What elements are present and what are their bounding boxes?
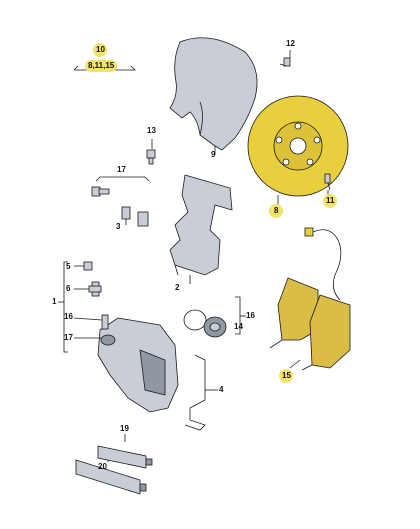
label-8-11-15: 8,11,15 <box>85 60 118 72</box>
splash-shield <box>169 37 258 151</box>
piston <box>203 316 227 338</box>
caliper-carrier <box>169 174 233 276</box>
bolt-13 <box>146 149 156 165</box>
bleed-cap <box>83 261 93 271</box>
brake-disc <box>247 95 349 197</box>
label-11: 11 <box>323 194 338 208</box>
caliper-housing <box>97 314 179 413</box>
brake-pads <box>269 277 351 371</box>
label-6: 6 <box>66 284 71 293</box>
label-12: 12 <box>286 39 295 48</box>
grease-tube-20 <box>75 459 147 495</box>
label-8: 8 <box>268 204 285 218</box>
label-16-left: 16 <box>64 312 73 321</box>
label-1: 1 <box>52 297 57 306</box>
label-5: 5 <box>66 262 71 271</box>
guide-pin-set <box>91 186 149 227</box>
label-10: 10 <box>93 43 108 57</box>
label-16-right: 16 <box>246 311 255 320</box>
label-13: 13 <box>147 126 156 135</box>
group-bracket-17 <box>95 176 150 182</box>
label-20: 20 <box>98 462 107 471</box>
group-bracket-16 <box>235 296 246 335</box>
label-14: 14 <box>234 322 243 331</box>
screw-11 <box>324 173 331 191</box>
label-4: 4 <box>219 385 224 394</box>
label-17-left: 17 <box>64 333 73 342</box>
spring-clip <box>184 354 206 431</box>
label-9: 9 <box>211 150 216 159</box>
seal-ring <box>183 309 207 331</box>
bolt-12 <box>279 57 291 67</box>
label-17-top: 17 <box>117 165 126 174</box>
grease-tube-19 <box>97 445 153 469</box>
label-2: 2 <box>175 283 180 292</box>
label-15: 15 <box>279 369 294 383</box>
bleed-screw <box>88 281 102 297</box>
label-19: 19 <box>120 424 129 433</box>
group-bracket-1 <box>58 261 68 353</box>
wear-sensor <box>304 227 342 301</box>
label-3: 3 <box>116 222 121 231</box>
